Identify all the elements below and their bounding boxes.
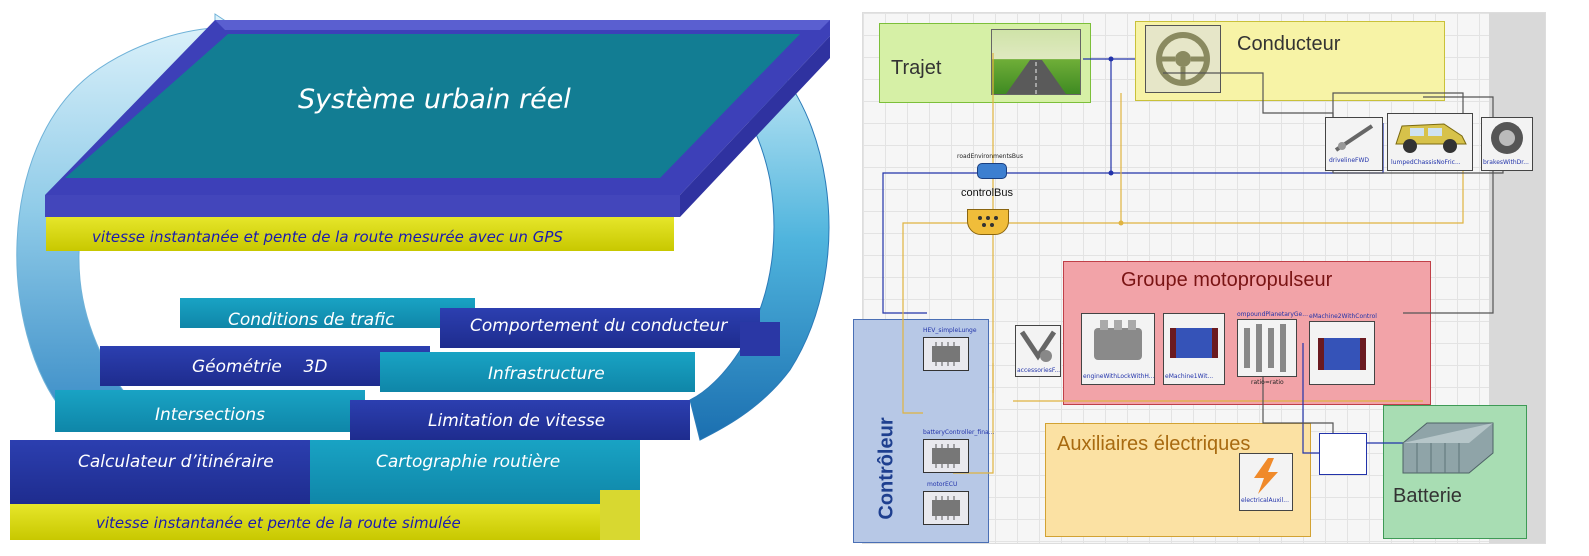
emachine2-block[interactable] (1309, 321, 1375, 385)
chassis-label: lumpedChassisNoFric... (1391, 159, 1461, 166)
motor-ecu-chip[interactable] (923, 491, 969, 525)
layer-limitation-vitesse: Limitation de vitesse (428, 411, 606, 431)
brakes-label: brakesWithDr... (1483, 159, 1529, 166)
emachine2-label: eMachine2WithControl (1309, 313, 1377, 320)
right-diagram: Trajet Conducteur Groupe motopropulseur … (853, 12, 1546, 544)
layer-intersections: Intersections (155, 405, 265, 425)
driveline-block[interactable] (1325, 117, 1383, 171)
motor-ecu-label: motorECU (927, 481, 958, 488)
accessories-label: accessoriesF... (1017, 367, 1061, 374)
planetary-label: ompoundPlanetaryGe... (1237, 311, 1308, 318)
electrical-aux-block[interactable] (1239, 453, 1293, 511)
top-plate (45, 20, 830, 217)
road-environments-bus[interactable] (977, 163, 1007, 179)
region-groupe-label: Groupe motopropulseur (1121, 269, 1333, 291)
left-diagram: Système urbain réel vitesse instantanée … (10, 13, 830, 540)
region-batterie-label: Batterie (1393, 485, 1462, 507)
control-bus-label: controlBus (961, 187, 1013, 199)
steering-wheel-icon (1145, 25, 1221, 93)
road-image (991, 29, 1081, 95)
emachine1-label: eMachine1Wit... (1165, 373, 1214, 380)
control-bus[interactable] (967, 209, 1009, 235)
layer-infrastructure: Infrastructure (488, 364, 605, 384)
battery-controller-chip[interactable] (923, 439, 969, 473)
top-title: Système urbain réel (298, 84, 571, 115)
electrical-aux-label: electricalAuxil... (1241, 497, 1289, 504)
bottom-band-text: vitesse instantanée et pente de la route… (96, 514, 461, 532)
region-auxiliaires-label: Auxiliaires électriques (1057, 433, 1251, 455)
region-trajet-label: Trajet (891, 57, 942, 79)
layer-calculateur-itineraire: Calculateur d’itinéraire (78, 452, 274, 472)
brakes-block[interactable] (1481, 117, 1533, 171)
battery-pack-icon (1397, 413, 1497, 477)
ratio-label: ratio=ratio (1251, 379, 1284, 386)
layer-geometrie-3d: Géométrie 3D (192, 357, 328, 377)
junction-block[interactable] (1319, 433, 1367, 475)
bottom-band (10, 504, 610, 540)
driveline-label: drivelineFWD (1329, 157, 1370, 164)
bottom-band-side (600, 490, 640, 540)
hev-controller-label: HEV_simpleLunge (923, 327, 977, 334)
region-conducteur-label: Conducteur (1237, 33, 1341, 55)
accessories-block[interactable] (1015, 325, 1061, 377)
emachine1-block[interactable] (1163, 313, 1225, 385)
layer-cartographie-routiere: Cartographie routière (376, 452, 561, 472)
right-cycle-arrow (689, 39, 830, 441)
planetary-block[interactable] (1237, 319, 1297, 377)
engine-label: engineWithLockWithH... (1083, 373, 1155, 380)
top-band (46, 217, 674, 251)
battery-controller-label: batteryController_fina... (923, 429, 995, 436)
layer-conditions-trafic: Conditions de trafic (228, 310, 395, 330)
engine-block[interactable] (1081, 313, 1155, 385)
layer-comportement-conducteur: Comportement du conducteur (470, 316, 728, 336)
chassis-block[interactable] (1387, 113, 1473, 171)
top-band-text: vitesse instantanée et pente de la route… (92, 228, 563, 246)
hev-controller-chip[interactable] (923, 337, 969, 371)
road-environments-bus-label: roadEnvironmentsBus (957, 153, 1023, 160)
layers-stack (10, 298, 780, 504)
